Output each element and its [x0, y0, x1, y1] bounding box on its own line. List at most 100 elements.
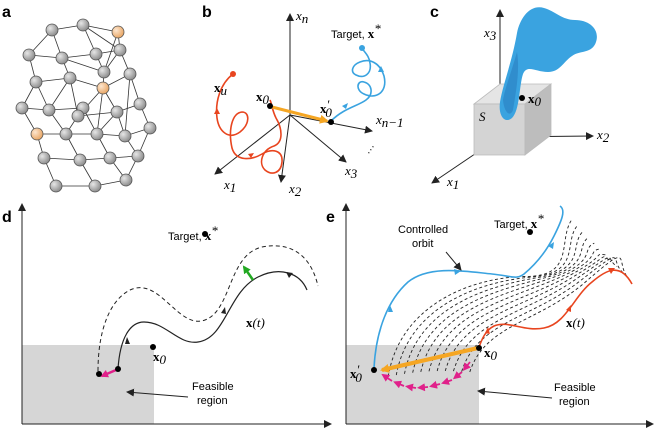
- network-node: [118, 129, 132, 143]
- network-node: [133, 97, 147, 111]
- panel-d: d Target, x* x0 x(t) Feasible region: [2, 203, 332, 428]
- red-trajectory: [215, 73, 283, 174]
- intermediate-orbit: [453, 257, 618, 372]
- axis-xn-1-label: xn−1: [375, 112, 404, 130]
- panel-e: e Target, x* Controlled orbit x0 x′0 x(t…: [326, 203, 654, 428]
- red-trajectory-arrowhead: [248, 153, 254, 158]
- network-node: [59, 127, 73, 141]
- perturbed-point: [96, 371, 102, 377]
- network-node: [37, 151, 51, 165]
- network-node: [110, 105, 124, 119]
- target-label: Target, x*: [168, 223, 218, 243]
- control-kick-arrow: [381, 373, 393, 382]
- feasible-pointer: [477, 387, 553, 399]
- control-kick-arrow: [393, 380, 405, 389]
- control-kick-arrow: [405, 383, 417, 392]
- panel-d-label: d: [2, 209, 12, 226]
- axis-x2-label: x2: [596, 127, 610, 145]
- network-edge: [103, 31, 119, 73]
- x0-point: [150, 344, 156, 350]
- network-node: [143, 121, 157, 135]
- x0-label: x0: [256, 89, 270, 107]
- uncontrolled-orbit: [97, 245, 319, 372]
- control-perturbations: [381, 361, 471, 392]
- axis-x2: [277, 114, 291, 183]
- blue-trajectory-arrowhead: [342, 103, 348, 109]
- network-node: [103, 151, 117, 165]
- network-node: [63, 71, 77, 85]
- axis-x3-label: x3: [344, 163, 358, 181]
- xu-label: xu: [214, 80, 228, 98]
- panel-c: c x0 S x3 x2 x1: [430, 4, 610, 192]
- network-node: [88, 179, 102, 193]
- blue-trajectory-arrowhead: [378, 66, 384, 72]
- control-kick-arrow: [441, 377, 453, 385]
- xt-label: x(t): [246, 315, 265, 330]
- network-edge: [124, 73, 131, 137]
- x0-label: x0: [484, 345, 498, 363]
- control-kick-arrow: [417, 383, 429, 392]
- x0-point: [519, 95, 525, 101]
- network-nodes: [15, 18, 157, 193]
- feasible-pointer: [126, 388, 189, 398]
- x0-prime-label: x′0: [350, 362, 362, 385]
- feasible-label-1: Feasible: [554, 382, 596, 394]
- control-kick-arrow: [462, 361, 471, 372]
- panel-a: a: [2, 4, 157, 193]
- perturbation-arrow: [271, 105, 329, 124]
- network-node: [29, 75, 43, 89]
- trajectory-xt: [117, 271, 308, 370]
- network-node: [71, 109, 85, 123]
- x0-prime-label: x′0: [320, 97, 332, 120]
- network-node: [73, 153, 87, 167]
- red-arrowhead: [566, 305, 571, 312]
- network-node: [123, 67, 137, 81]
- feasible-label-1: Feasible: [192, 381, 234, 393]
- attractor-blob: [499, 7, 597, 121]
- network-node: [113, 43, 127, 57]
- intermediate-orbits: [387, 219, 629, 377]
- network-node: [55, 51, 69, 65]
- target-label: Target, x*: [494, 211, 544, 231]
- x0-label: x0: [153, 349, 167, 367]
- network-node: [119, 173, 133, 187]
- intermediate-orbit: [436, 253, 606, 372]
- controlled-orbit-label-1: Controlled: [398, 224, 448, 236]
- trajectory-point: [115, 366, 121, 372]
- feasible-region: [22, 345, 154, 424]
- network-node: [42, 103, 56, 117]
- feasible-label-2: region: [559, 396, 590, 408]
- axis-ellipsis: ···: [363, 142, 379, 158]
- network-edge: [69, 77, 79, 117]
- blue-trajectory: [330, 47, 386, 122]
- axis-x3-label: x3: [483, 25, 497, 43]
- intermediate-orbit: [412, 236, 589, 373]
- perturbation-arrow: [380, 346, 479, 373]
- blue-arrowhead: [388, 305, 393, 312]
- target-label: Target, x*: [331, 21, 381, 41]
- controlled-orbit-blue: [373, 205, 564, 369]
- network-node: [49, 179, 63, 193]
- network-node: [97, 65, 111, 79]
- axis-xn-label: xn: [295, 8, 308, 26]
- axis-x1-label: x1: [223, 177, 236, 195]
- network-edge: [96, 87, 104, 135]
- trajectory-arrowhead: [125, 337, 130, 344]
- target-point: [202, 231, 208, 237]
- x0-prime-point: [371, 367, 377, 373]
- driver-node: [96, 81, 110, 95]
- x0-point: [476, 345, 482, 351]
- attractor-blob-shade: [503, 52, 519, 114]
- axis-x3: [289, 114, 347, 163]
- panel-b-label: b: [202, 4, 212, 21]
- set-s-label: S: [479, 109, 486, 124]
- red-trajectory-arrowhead: [214, 108, 220, 114]
- x0-prime-point: [328, 119, 334, 125]
- intermediate-orbit: [469, 257, 629, 373]
- network-edge: [77, 111, 118, 117]
- network-node: [131, 149, 145, 163]
- backward-push-arrow: [100, 368, 117, 378]
- network-node: [22, 48, 36, 62]
- controlled-orbit-pointer: [445, 251, 462, 271]
